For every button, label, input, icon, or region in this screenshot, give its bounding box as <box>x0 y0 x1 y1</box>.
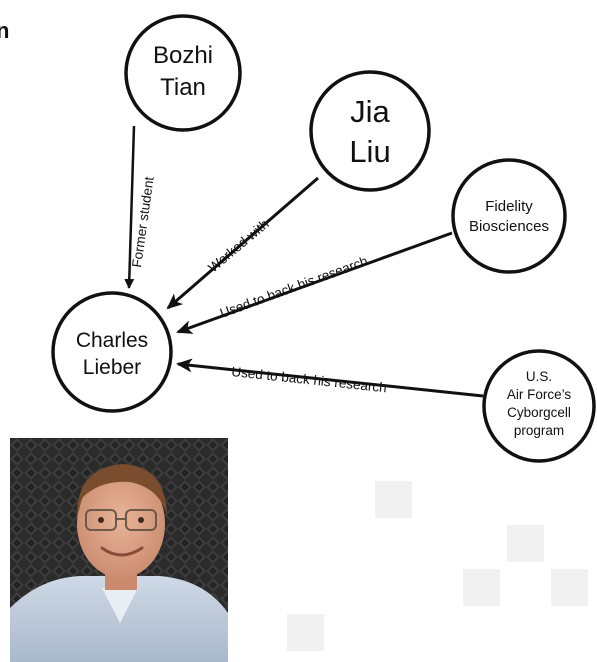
edge-line <box>124 125 136 289</box>
smile <box>100 546 144 557</box>
portrait-photo <box>10 438 228 662</box>
edge-former-student: Former student <box>124 125 157 289</box>
node-bozhi-tian: Bozhi Tian <box>124 14 242 132</box>
edge-label: Worked with <box>205 216 271 275</box>
node-label-line: Bozhi <box>153 42 213 69</box>
edge-usaf-backing: Used to back his research <box>176 358 484 398</box>
node-label-line: Biosciences <box>469 218 549 235</box>
node-fidelity-biosciences: Fidelity Biosciences <box>451 158 567 274</box>
node-usaf-cyborgcell: U.S. Air Force’s Cyborgcell program <box>482 349 596 463</box>
decorative-tile <box>551 569 588 606</box>
hair <box>76 464 167 518</box>
node-label-line: Air Force’s <box>507 387 572 402</box>
decorative-tile <box>375 481 412 518</box>
node-circle <box>124 14 242 132</box>
node-label-line: Lieber <box>83 356 141 379</box>
edge-label: Used to back his research <box>231 364 388 395</box>
node-circle <box>482 349 596 463</box>
node-label-line: program <box>514 423 564 438</box>
node-circle <box>309 70 431 192</box>
node-label-line: Cyborgcell <box>507 405 571 420</box>
edge-line <box>166 176 319 310</box>
node-label-line: Liu <box>349 134 390 169</box>
node-charles-lieber: Charles Lieber <box>51 291 173 413</box>
face <box>77 470 165 578</box>
node-label-line: Charles <box>76 329 148 352</box>
decorative-tile <box>463 569 500 606</box>
node-circle <box>451 158 567 274</box>
cropped-heading-fragment: n <box>0 18 10 43</box>
node-label-line: Tian <box>160 74 206 101</box>
node-jia-liu: Jia Liu <box>309 70 431 192</box>
decorative-tile <box>287 614 324 651</box>
edge-label: Used to back his research <box>218 253 370 320</box>
edge-line <box>176 358 484 398</box>
glasses <box>85 509 157 531</box>
node-label-line: Jia <box>350 94 390 129</box>
edge-line <box>176 231 453 334</box>
node-label-line: Fidelity <box>485 198 533 215</box>
portrait-illustration <box>10 438 228 662</box>
node-circle <box>51 291 173 413</box>
node-label-line: U.S. <box>526 369 552 384</box>
edge-fidelity-backing: Used to back his research <box>176 231 453 334</box>
collar <box>102 588 138 623</box>
decorative-tile <box>507 525 544 562</box>
